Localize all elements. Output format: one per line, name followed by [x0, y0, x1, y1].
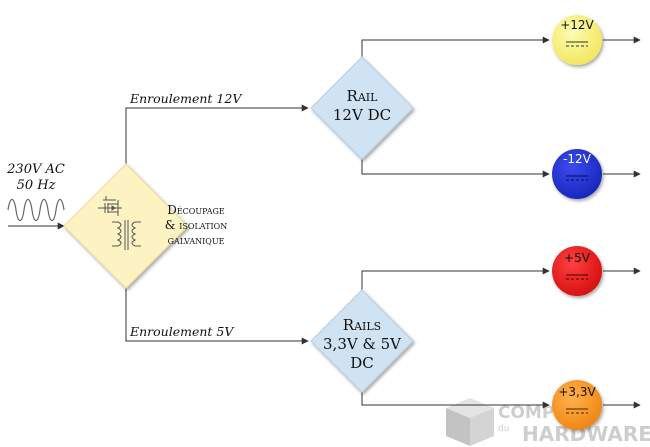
- output-plus33-label: +3,3V: [558, 385, 596, 399]
- input-frequency-label: 50 Hz: [17, 178, 56, 193]
- connector-rail12-to-minus12: [361, 159, 550, 178]
- sine-wave-icon: [7, 198, 65, 222]
- rail5-diamond: [310, 289, 414, 393]
- core-label-line2: & isolation: [165, 218, 227, 232]
- mosfet-icon: [98, 196, 122, 216]
- rail12-diamond: [310, 56, 414, 160]
- rail12-label-line2: 12V DC: [333, 106, 391, 124]
- rail5-label-line3: DC: [350, 354, 374, 372]
- core-node: Découpage & isolation galvanique: [63, 163, 227, 289]
- output-plus5-label: +5V: [564, 251, 591, 265]
- transformer-icon: [112, 220, 141, 250]
- connector-rail5-to-plus33: [361, 392, 550, 409]
- output-minus12-label: -12V: [563, 152, 592, 166]
- edge-label-winding-12v: Enroulement 12V: [129, 91, 243, 106]
- output-plus33: +3,3V: [552, 380, 602, 430]
- rail12-label-line1: Rail: [347, 87, 379, 105]
- dc-symbol-icon: [566, 175, 588, 181]
- output-plus12-label: +12V: [560, 18, 594, 32]
- connector-rail5-to-plus5: [361, 267, 550, 290]
- output-plus12: +12V: [552, 15, 602, 65]
- connectors: [125, 36, 641, 409]
- input-voltage-label: 230V AC: [6, 162, 65, 177]
- rail12-node: Rail 12V DC: [310, 56, 414, 160]
- watermark-cube-icon: [446, 398, 494, 446]
- output-plus5: +5V: [552, 246, 602, 296]
- dc-symbol-icon: [566, 41, 588, 47]
- edge-label-winding-5v: Enroulement 5V: [129, 324, 235, 339]
- rail5-label-line2: 3,3V & 5V: [323, 335, 402, 353]
- connector-core-to-rail5: [125, 286, 309, 345]
- connector-rail12-to-plus12: [361, 36, 550, 57]
- watermark-small: du: [498, 424, 509, 434]
- core-diamond: [63, 163, 189, 289]
- core-label-line3: galvanique: [168, 233, 225, 247]
- connector-core-to-rail12: [125, 104, 309, 164]
- output-minus12: -12V: [552, 149, 602, 199]
- core-label-line1: Découpage: [167, 203, 225, 217]
- ac-input: 230V AC 50 Hz: [6, 162, 65, 230]
- rail5-node: Rails 3,3V & 5V DC: [310, 289, 414, 393]
- rail5-label-line1: Rails: [343, 316, 381, 334]
- dc-symbol-icon: [566, 274, 588, 280]
- dc-symbol-icon: [566, 408, 588, 414]
